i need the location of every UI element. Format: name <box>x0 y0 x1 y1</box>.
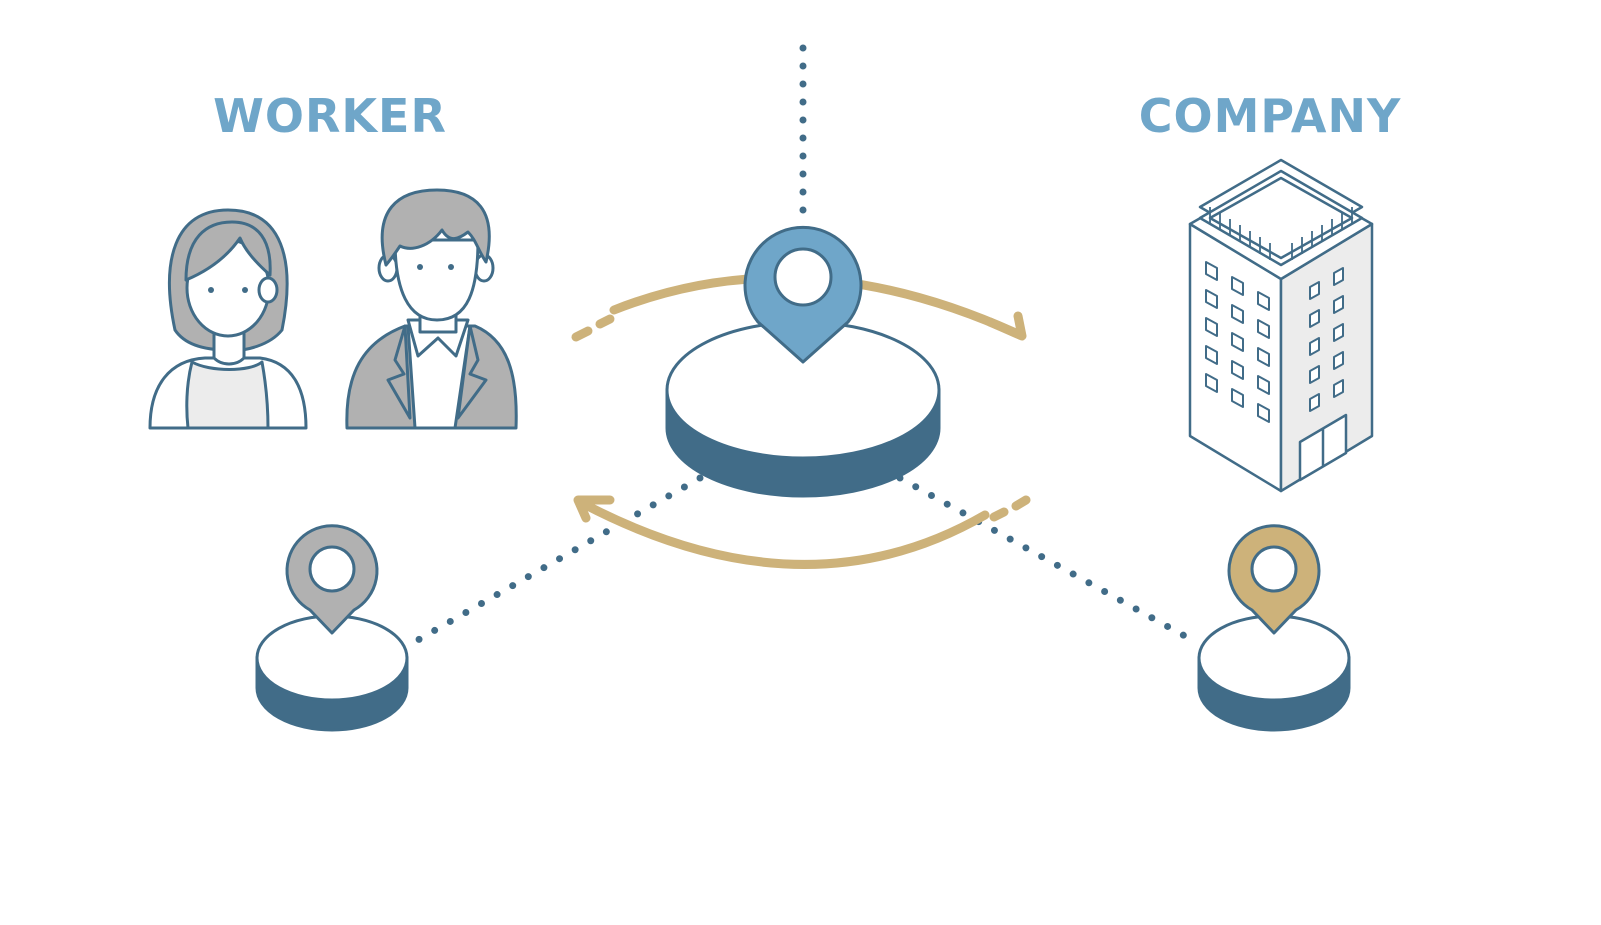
location-pin-icon <box>743 225 863 364</box>
connector-left <box>414 474 704 644</box>
company-platform <box>1197 614 1351 732</box>
company-label: COMPANY <box>1139 89 1402 143</box>
center-platform <box>665 320 941 498</box>
man-icon <box>345 188 518 430</box>
building-icon <box>1188 158 1374 493</box>
dotted-connectors <box>414 44 1196 644</box>
worker-label: WORKER <box>213 89 447 143</box>
connector-right <box>896 474 1196 644</box>
woman-icon <box>148 208 308 430</box>
worker-pin-icon <box>285 524 379 635</box>
company-pin-icon <box>1227 524 1321 635</box>
worker-platform <box>255 614 409 732</box>
